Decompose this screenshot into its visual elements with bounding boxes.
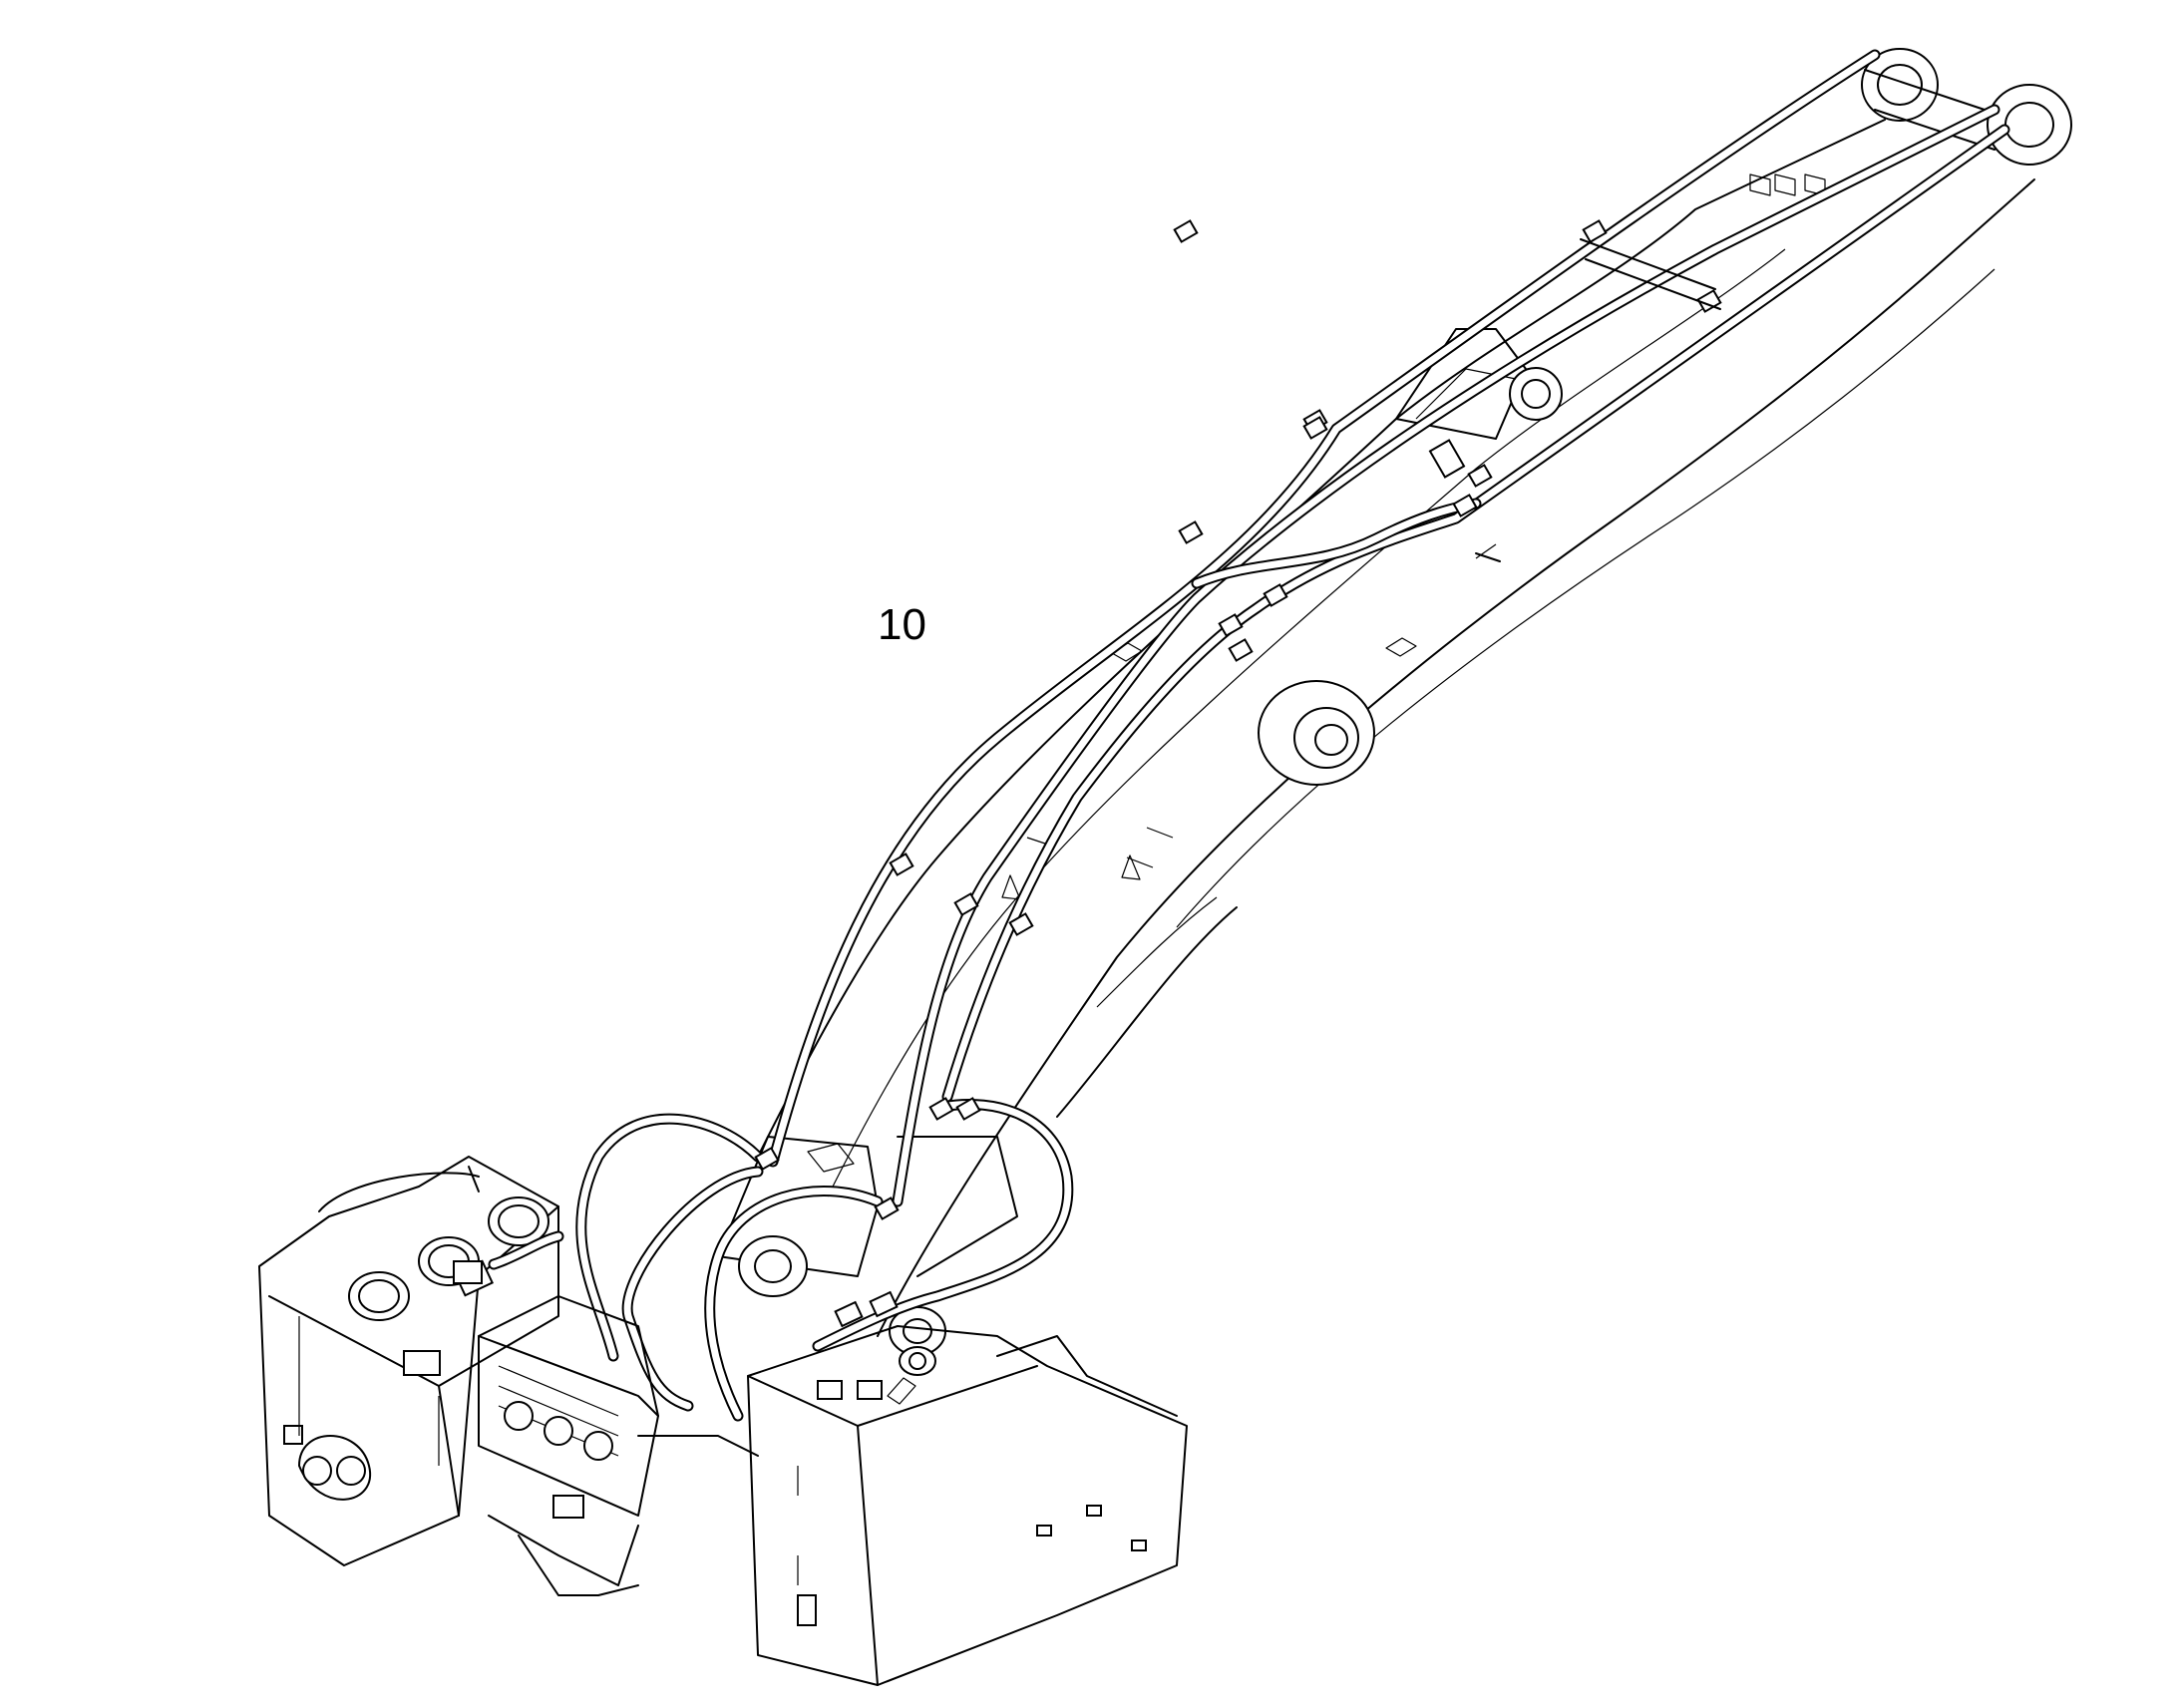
hydraulic-hose-lines	[575, 49, 2010, 1422]
boom-structure	[717, 48, 2072, 1356]
hose-clamps	[754, 219, 1722, 1220]
callout-label: 10	[878, 600, 926, 649]
control-valve-block	[478, 1295, 759, 1596]
upper-frame-section	[258, 1156, 559, 1566]
boom-cylinder-mount	[1258, 680, 1375, 786]
hydraulic-tank	[747, 1325, 1188, 1686]
